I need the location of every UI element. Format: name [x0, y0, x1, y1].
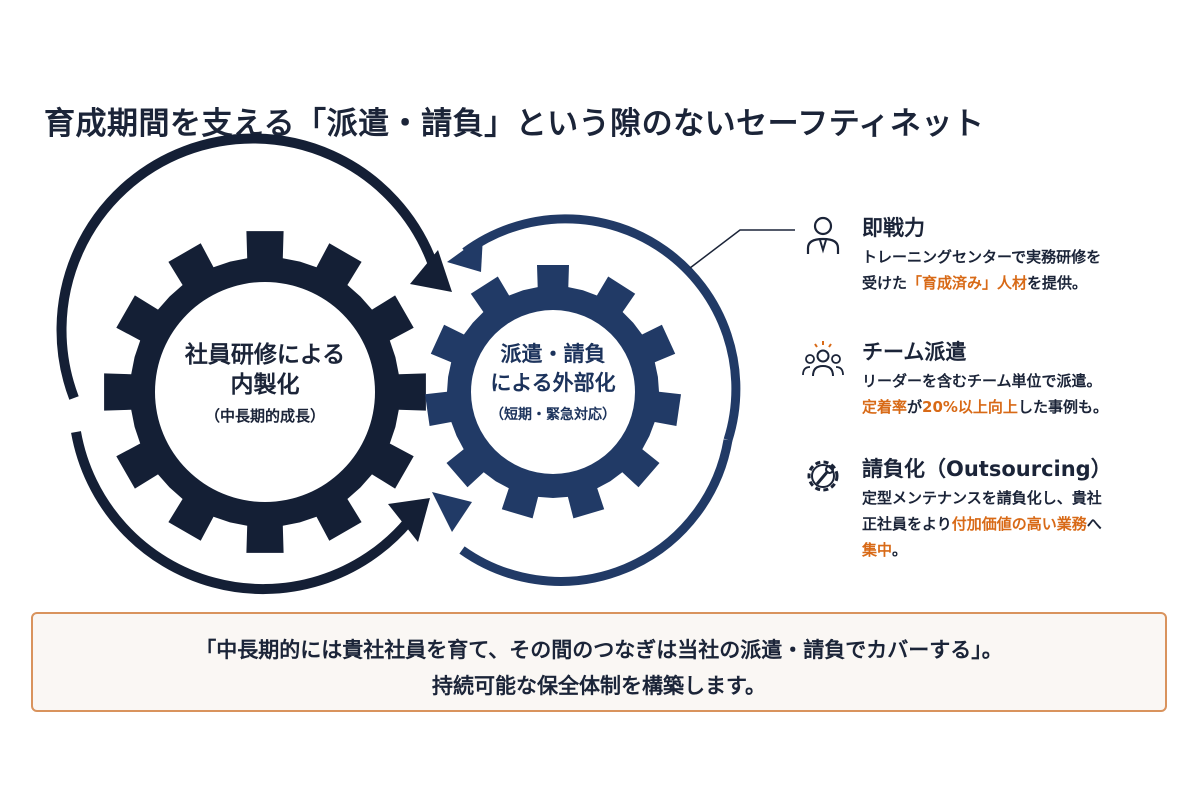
gear-wrench-icon	[807, 460, 839, 492]
feature-desc-line1: トレーニングセンターで実務研修を	[862, 248, 1102, 266]
gear-right-line1: 派遣・請負	[500, 342, 606, 366]
cycle-arrow-bottom	[71, 431, 412, 595]
feature-title: チーム派遣	[862, 340, 967, 364]
cycle-arrow-right-bottom	[459, 439, 733, 586]
gear-right	[425, 265, 681, 519]
gear-left-sub: （中長期的成長）	[204, 407, 325, 425]
text-run: へ	[1086, 515, 1102, 533]
feature-desc-line2: 受けた「育成済み」人材を提供。	[862, 272, 1087, 293]
feature-desc-line2: 正社員をより付加価値の高い業務へ	[862, 513, 1102, 534]
feature-team-dispatch: チーム派遣 リーダーを含むチーム単位で派遣。 定着率が20%以上向上した事例も。	[800, 336, 1190, 426]
gear-right-label: 派遣・請負 による外部化	[478, 340, 628, 398]
feature-title: 即戦力	[862, 216, 925, 240]
gear-right-sub: （短期・緊急対応）	[490, 407, 616, 423]
businessman-icon	[806, 216, 840, 254]
text-run: が	[907, 398, 923, 416]
feature-desc-line2: 定着率が20%以上向上した事例も。	[862, 396, 1108, 417]
arrowhead-bottom	[388, 498, 430, 542]
callout-line1: 「中長期的には貴社社員を育て、その間のつなぎは当社の派遣・請負でカバーする」。	[195, 638, 1003, 662]
feature-title: 請負化（Outsourcing）	[862, 457, 1112, 481]
callout-line2: 持続可能な保全体制を構築します。	[432, 674, 766, 698]
arrowhead-top	[410, 250, 452, 292]
highlight-text: 集中	[862, 541, 893, 559]
highlight-text: 「育成済み」人材	[907, 274, 1028, 292]
arrowhead-right-top	[447, 236, 483, 272]
text-run: 。	[892, 541, 908, 559]
cycle-arrow-right-top	[462, 214, 741, 442]
feature-desc-line1: リーダーを含むチーム単位で派遣。	[862, 372, 1102, 390]
page-title: 育成期間を支える「派遣・請負」という隙のないセーフティネット	[44, 106, 985, 142]
team-icon	[802, 341, 844, 377]
feature-outsourcing: 請負化（Outsourcing） 定型メンテナンスを請負化し、貴社 正社員をより…	[800, 453, 1190, 569]
highlight-text: 20%以上向上	[922, 398, 1018, 416]
summary-callout: 「中長期的には貴社社員を育て、その間のつなぎは当社の派遣・請負でカバーする」。 …	[31, 612, 1167, 712]
text-run: を提供。	[1027, 274, 1088, 292]
feature-ready-staff: 即戦力 トレーニングセンターで実務研修を 受けた「育成済み」人材を提供。	[800, 212, 1190, 302]
feature-desc-line3: 集中。	[862, 539, 907, 560]
gear-left-label: 社員研修による 内製化	[160, 340, 370, 400]
text-run: 受けた	[862, 274, 908, 292]
cycle-arrow-top	[56, 133, 437, 400]
gear-left-line2: 内製化	[230, 372, 300, 398]
gear-right-line2: による外部化	[490, 371, 616, 395]
connector-line	[689, 229, 795, 269]
text-run: した事例も。	[1017, 398, 1108, 416]
highlight-text: 付加価値の高い業務	[951, 515, 1087, 533]
feature-desc-line1: 定型メンテナンスを請負化し、貴社	[862, 489, 1102, 507]
gear-left	[104, 231, 426, 553]
highlight-text: 定着率	[862, 398, 908, 416]
gear-body	[425, 265, 681, 519]
arrowhead-right-bottom	[432, 492, 472, 532]
text-run: 正社員をより	[862, 515, 952, 533]
gear-left-line1: 社員研修による	[184, 342, 346, 368]
gear-body	[104, 231, 426, 553]
